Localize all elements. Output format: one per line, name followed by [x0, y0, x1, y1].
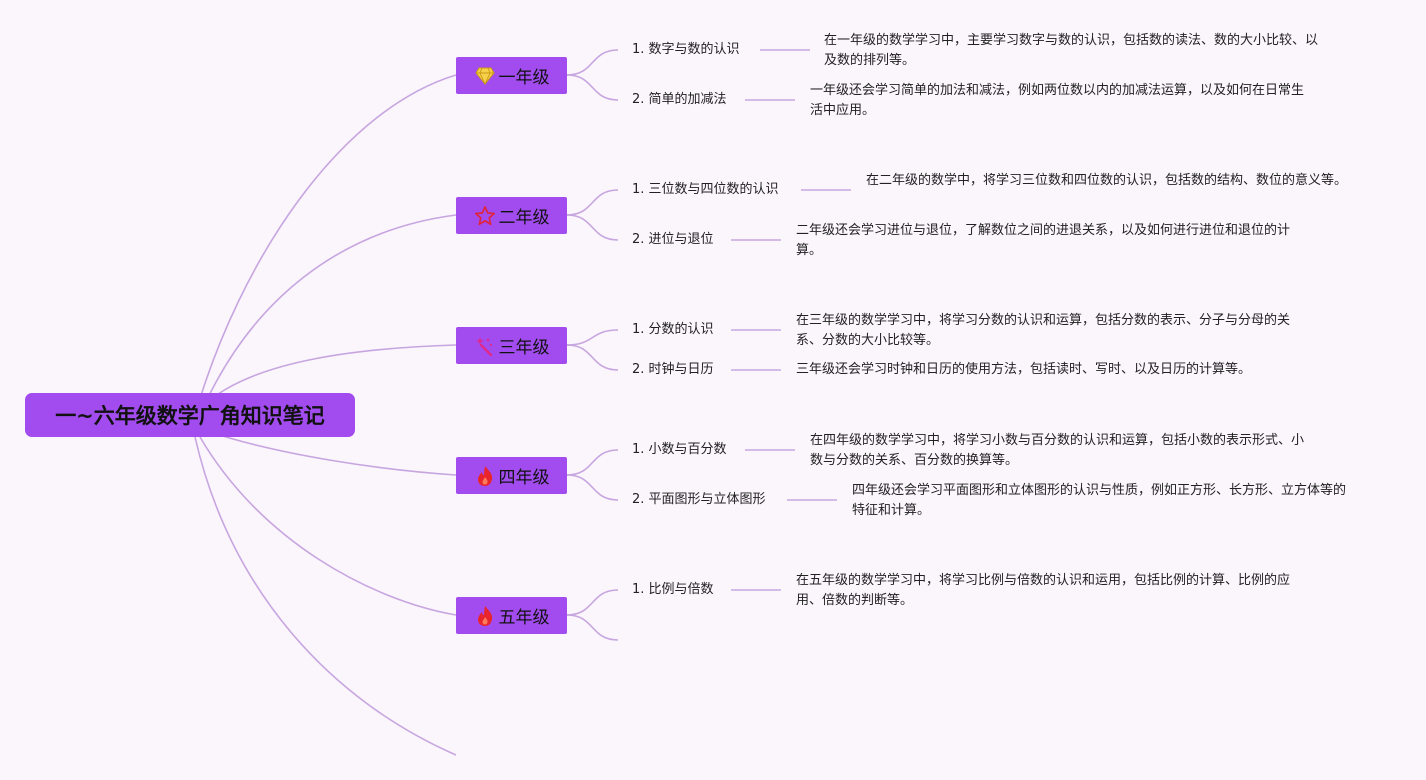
magic-wand-icon: [474, 335, 496, 357]
topic-note[interactable]: 一年级还会学习简单的加法和减法，例如两位数以内的加减法运算，以及如何在日常生活中…: [810, 83, 1305, 118]
connector-root-grade-6: [194, 436, 457, 756]
grade-label: 一年级: [498, 68, 550, 88]
connector-grade1-topic2: [566, 74, 619, 101]
topic-note[interactable]: 在二年级的数学中，将学习三位数和四位数的认识，包括数的结构、数位的意义等。: [866, 173, 1348, 188]
topic-note[interactable]: 在四年级的数学学习中，将学习小数与百分数的认识和运算，包括小数的表示形式、小数与…: [810, 433, 1305, 468]
connector-grade5-topic1: [566, 589, 619, 616]
connector-grade1-topic1: [566, 49, 619, 76]
grade-label: 四年级: [498, 468, 550, 488]
grade-label: 二年级: [498, 208, 550, 228]
fire-icon: [474, 465, 496, 487]
topic-node[interactable]: 2. 简单的加减法: [632, 92, 727, 107]
connector-grade2-topic2: [566, 214, 619, 241]
topic-node[interactable]: 2. 平面图形与立体图形: [632, 492, 766, 507]
connector-root-grade-2: [199, 214, 457, 416]
root-title: 一~六年级数学广角知识笔记: [55, 404, 325, 428]
root-node[interactable]: 一~六年级数学广角知识笔记: [25, 393, 355, 437]
connector-root-grade-1: [194, 74, 457, 416]
connector-grade4-topic1: [566, 449, 619, 476]
topic-node[interactable]: 1. 小数与百分数: [632, 442, 727, 457]
topic-note[interactable]: 在五年级的数学学习中，将学习比例与倍数的认识和运用，包括比例的计算、比例的应用、…: [796, 573, 1291, 608]
topic-node[interactable]: 1. 三位数与四位数的认识: [632, 182, 779, 197]
topic-note[interactable]: 四年级还会学习平面图形和立体图形的认识与性质，例如正方形、长方形、立方体等的特征…: [852, 483, 1347, 518]
grade-label: 五年级: [498, 608, 550, 628]
topic-node[interactable]: 2. 进位与退位: [632, 232, 714, 247]
grade-node-2[interactable]: 二年级: [456, 197, 567, 234]
grade-node-4[interactable]: 四年级: [456, 457, 567, 494]
topic-node[interactable]: 2. 时钟与日历: [632, 362, 714, 377]
grade-node-3[interactable]: 三年级: [456, 327, 567, 364]
connector-grade3-topic2: [566, 344, 619, 371]
topic-note[interactable]: 三年级还会学习时钟和日历的使用方法，包括读时、写时、以及日历的计算等。: [796, 362, 1252, 377]
gem-icon: [474, 65, 496, 87]
connector-grade5-topic2: [566, 614, 619, 641]
topic-note[interactable]: 二年级还会学习进位与退位，了解数位之间的进退关系，以及如何进行进位和退位的计算。: [796, 223, 1291, 258]
topic-node[interactable]: 1. 比例与倍数: [632, 582, 714, 597]
fire-icon: [474, 605, 496, 627]
grade-node-1[interactable]: 一年级: [456, 57, 567, 94]
grade-label: 三年级: [498, 338, 550, 358]
connector-grade4-topic2: [566, 474, 619, 501]
connector-grade3-topic1: [566, 329, 619, 346]
connector-grade2-topic1: [566, 189, 619, 216]
topic-note[interactable]: 在一年级的数学学习中，主要学习数字与数的认识，包括数的读法、数的大小比较、以及数…: [824, 33, 1319, 68]
grade-node-5[interactable]: 五年级: [456, 597, 567, 634]
connector-root-grade-3: [209, 344, 457, 401]
connector-root-grade-5: [199, 436, 457, 616]
connector-root-grade-4: [209, 431, 457, 476]
topic-node[interactable]: 1. 数字与数的认识: [632, 42, 740, 57]
topic-note[interactable]: 在三年级的数学学习中，将学习分数的认识和运算，包括分数的表示、分子与分母的关系、…: [796, 313, 1291, 348]
topic-node[interactable]: 1. 分数的认识: [632, 322, 714, 337]
star-icon: [474, 205, 496, 227]
